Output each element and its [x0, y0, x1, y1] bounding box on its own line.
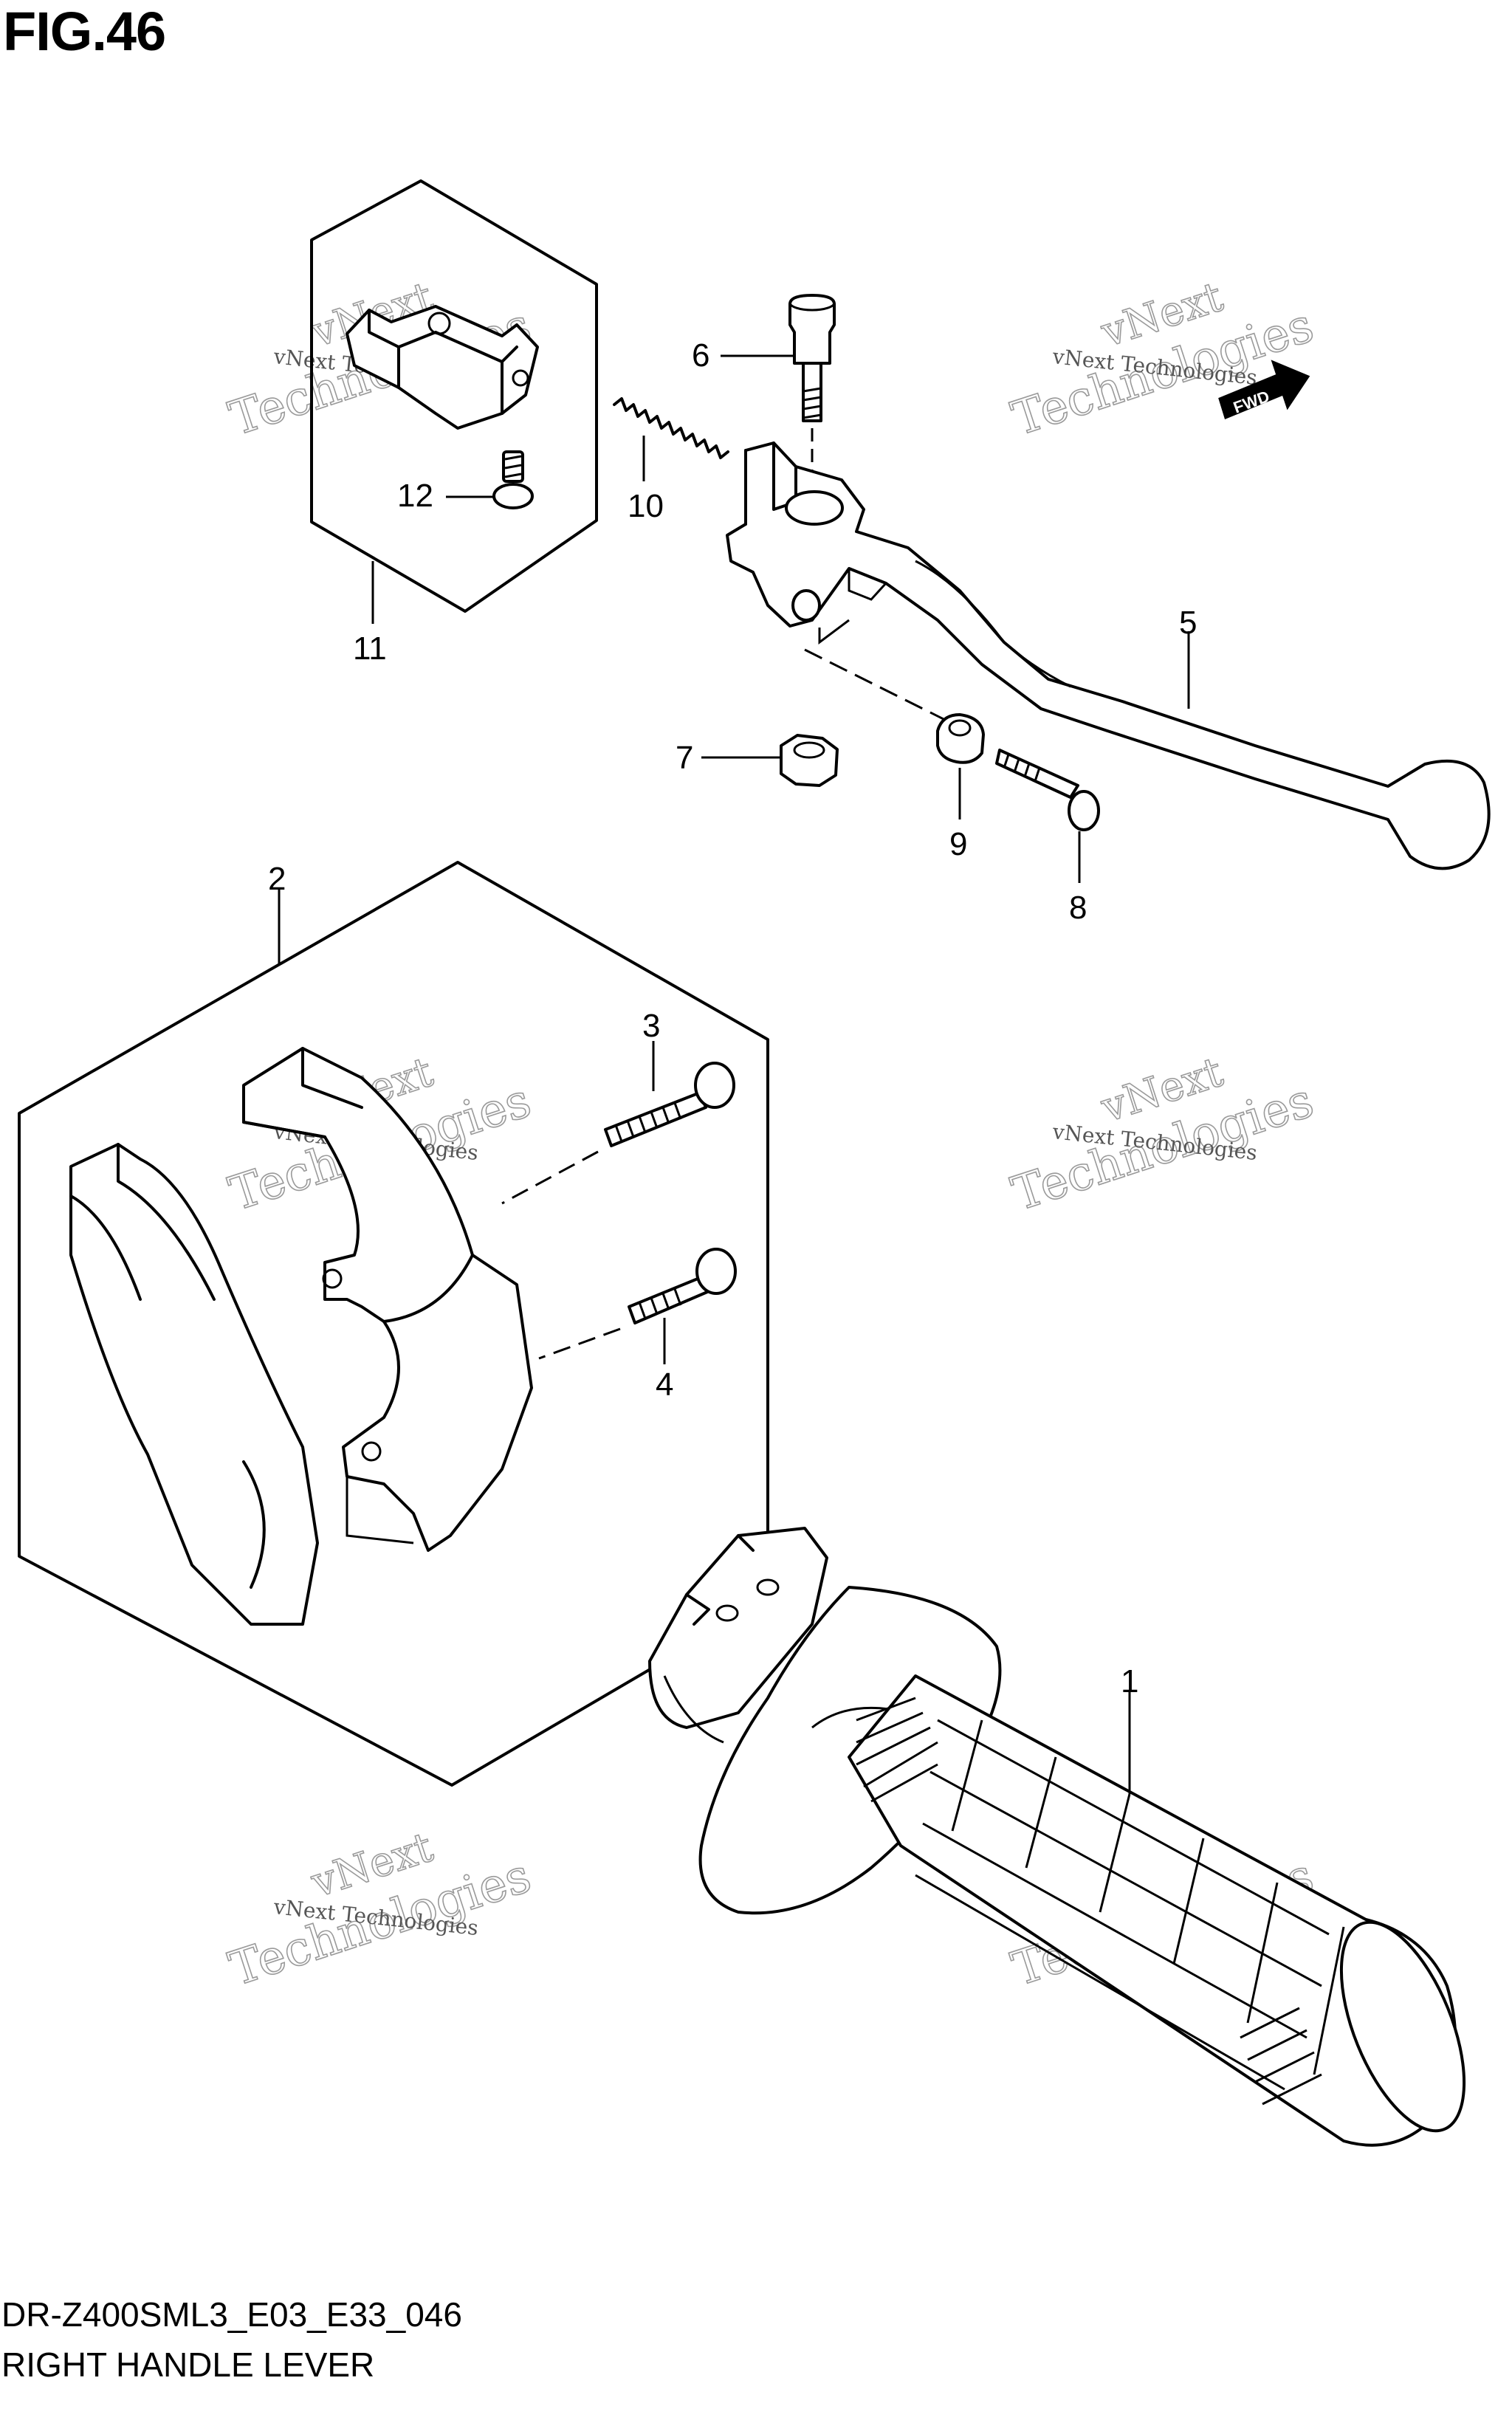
part-2-switch-housing — [18, 861, 769, 1787]
callout-12: 12 — [397, 478, 433, 514]
watermark-top-right: vNext Technologies vNext Technologies — [1005, 272, 1320, 447]
figure-title: FIG.46 — [3, 1, 166, 62]
part-3-screw — [501, 1041, 735, 1205]
callout-3: 3 — [642, 1008, 660, 1044]
callout-2: 2 — [268, 861, 286, 897]
part-10-spring — [613, 397, 729, 481]
callout-5: 5 — [1179, 605, 1197, 641]
diagram-name: RIGHT HANDLE LEVER — [1, 2345, 375, 2384]
part-7-nut — [701, 734, 839, 787]
callout-8: 8 — [1069, 890, 1087, 926]
part-5-brake-lever — [726, 441, 1491, 870]
part-9-collar — [936, 713, 985, 819]
part-4-screw — [538, 1248, 737, 1364]
callout-9: 9 — [949, 826, 967, 862]
callout-1: 1 — [1121, 1663, 1138, 1699]
part-6-pivot-bolt — [721, 294, 836, 487]
callout-11: 11 — [353, 630, 387, 667]
part-11-switch-assembly — [310, 179, 598, 624]
model-code: DR-Z400SML3_E03_E33_046 — [1, 2295, 462, 2334]
watermark-mid-right: vNext Technologies vNext Technologies — [1005, 1048, 1320, 1223]
part-8-bolt — [995, 749, 1100, 883]
callout-7: 7 — [676, 740, 693, 776]
callout-4: 4 — [656, 1367, 673, 1403]
callout-6: 6 — [692, 337, 709, 374]
callout-10: 10 — [628, 488, 664, 524]
watermark-bottom-left: vNext Technologies vNext Technologies — [222, 1823, 537, 1998]
part-1-throttle-grip — [648, 1527, 1466, 2147]
